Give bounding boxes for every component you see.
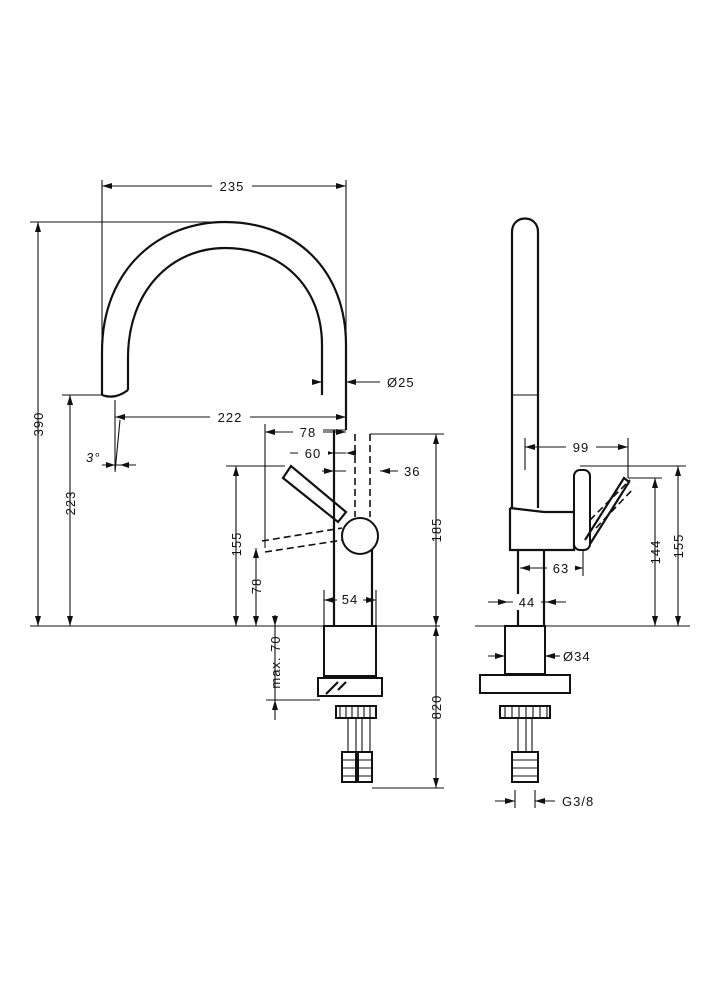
arrow — [67, 616, 73, 626]
arrow — [233, 466, 239, 476]
front-view: 235 390 223 222 3° Ø25 — [30, 178, 444, 789]
side-body — [508, 506, 576, 552]
dim-54-label: 54 — [342, 592, 358, 607]
dim-g38-label: G3/8 — [562, 794, 594, 809]
arrow — [505, 798, 515, 804]
dim-36-label: 36 — [404, 464, 420, 479]
arrow — [545, 653, 555, 659]
dim-34-label: Ø34 — [563, 649, 591, 664]
side-cartridge — [573, 469, 591, 551]
side-view: 99 144 155 63 44 Ø34 — [475, 217, 690, 809]
side-mount-threads — [499, 705, 551, 719]
arrow — [35, 222, 41, 232]
arrow — [546, 599, 556, 605]
dim-235-label: 235 — [220, 179, 245, 194]
dim-223-label: 223 — [63, 491, 78, 516]
arrow — [67, 395, 73, 405]
body-column — [332, 430, 374, 625]
arrow — [520, 565, 530, 571]
spout-tip — [101, 389, 129, 398]
arrow — [346, 379, 356, 385]
arrow — [324, 468, 334, 474]
dim-820-label: 820 — [429, 695, 444, 720]
arrow — [433, 616, 439, 626]
arrow — [336, 183, 346, 189]
hose-fitting-detail — [342, 759, 372, 777]
side-mount-plate — [479, 674, 571, 694]
arrow — [675, 616, 681, 626]
arrow — [652, 616, 658, 626]
dim-155-label: 155 — [229, 532, 244, 557]
arrow — [433, 434, 439, 444]
mount-plate — [317, 677, 383, 697]
arrow — [336, 414, 346, 420]
arrow — [265, 429, 275, 435]
dim-60-label: 60 — [305, 446, 321, 461]
arrow — [253, 548, 259, 558]
arrow — [336, 429, 346, 435]
mount-nut — [325, 681, 347, 695]
arrow — [106, 462, 115, 468]
arrow — [324, 597, 334, 603]
spout-outer — [100, 220, 348, 430]
base-ring — [323, 625, 377, 677]
handle-lever — [281, 464, 348, 524]
dim-222-label: 222 — [218, 410, 243, 425]
arrow — [380, 468, 390, 474]
handle-hub — [341, 517, 379, 555]
dim-99-label: 99 — [573, 440, 589, 455]
side-lower-body — [516, 550, 546, 626]
dim-185-label: 185 — [429, 518, 444, 543]
arrow — [652, 478, 658, 488]
dim-63-label: 63 — [553, 561, 569, 576]
arrow — [233, 616, 239, 626]
arrow — [312, 379, 322, 385]
hose-fitting-b — [357, 751, 373, 783]
arrow — [618, 444, 628, 450]
arrow — [573, 565, 583, 571]
dim-390-label: 390 — [31, 412, 46, 437]
dim-25-label: Ø25 — [387, 375, 415, 390]
arrow — [272, 700, 278, 710]
side-spout — [510, 217, 540, 508]
side-base-ring — [504, 625, 546, 675]
arrow — [253, 616, 259, 626]
handle-alt-vertical — [354, 434, 371, 517]
angle-line — [114, 419, 121, 473]
angle-label: 3° — [86, 450, 100, 465]
arrow — [102, 183, 112, 189]
mount-threads-detail — [339, 706, 371, 718]
arrow — [675, 466, 681, 476]
arrow — [346, 450, 356, 456]
arrow — [498, 599, 508, 605]
arrow — [35, 616, 41, 626]
supply-hoses — [347, 718, 371, 760]
dim-144-label: 144 — [648, 540, 663, 565]
arrow — [433, 778, 439, 788]
dim-70-label: max. 70 — [268, 635, 283, 688]
side-hose-fitting-detail — [512, 759, 538, 777]
arrow — [495, 653, 505, 659]
arrow — [115, 414, 125, 420]
arrow — [525, 444, 535, 450]
side-hose-fitting — [511, 751, 539, 783]
handle-alt-position — [261, 527, 344, 553]
side-lever — [584, 476, 631, 545]
dim-44-label: 44 — [519, 595, 535, 610]
dim-155s-label: 155 — [671, 534, 686, 559]
side-thread-detail — [504, 706, 548, 718]
arrow — [433, 626, 439, 636]
dim-78-low-label: 78 — [249, 578, 264, 594]
hose-fitting-a — [341, 751, 357, 783]
arrow — [366, 597, 376, 603]
dim-78-top-label: 78 — [300, 425, 316, 440]
arrow — [272, 616, 278, 626]
spout-inner — [126, 246, 324, 395]
side-lever-alt — [589, 479, 635, 529]
arrow — [120, 462, 129, 468]
arrow — [535, 798, 545, 804]
